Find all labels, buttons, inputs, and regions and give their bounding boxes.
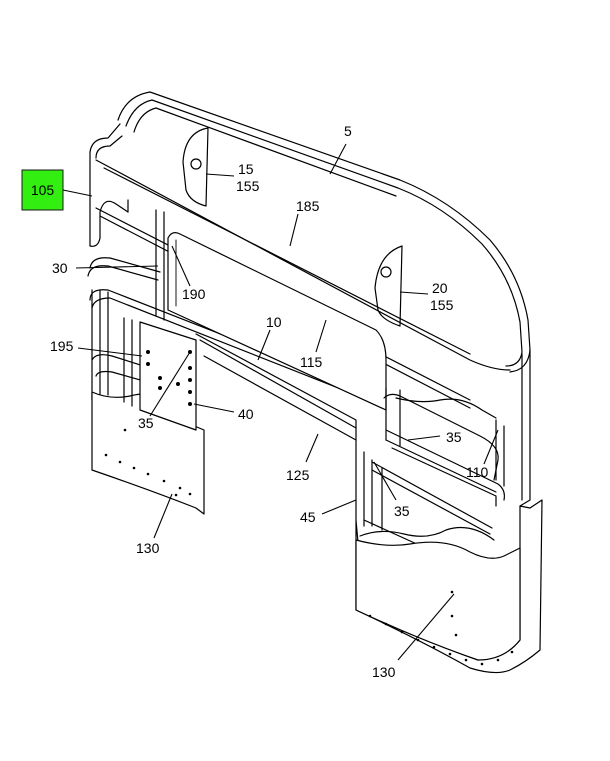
callout-15: 15 <box>238 161 254 177</box>
main-frame <box>87 91 531 527</box>
highlighted-part-105[interactable]: 105 <box>21 169 93 211</box>
right-fender-assembly <box>355 459 543 674</box>
upper-bracket-left <box>182 127 209 207</box>
callout-115: 115 <box>300 354 323 370</box>
upper-bracket-right <box>374 245 403 327</box>
callout-20: 20 <box>432 280 448 296</box>
callout-leaders <box>75 143 499 661</box>
callout-185: 185 <box>296 198 320 214</box>
center-panel <box>167 232 387 411</box>
left-bracket-plate <box>139 321 197 431</box>
callout-110: 110 <box>466 464 489 480</box>
callout-125: 125 <box>286 467 310 483</box>
top-tube <box>117 91 531 373</box>
callout-130: 130 <box>136 540 160 556</box>
callout-130: 130 <box>372 664 396 680</box>
callout-45: 45 <box>300 509 316 525</box>
part-105-label[interactable]: 105 <box>31 182 55 198</box>
callout-35: 35 <box>446 429 462 445</box>
callout-35: 35 <box>394 503 410 519</box>
callout-195: 195 <box>50 338 74 354</box>
left-fender-assembly <box>91 289 205 515</box>
callout-30: 30 <box>52 260 68 276</box>
callout-190: 190 <box>182 286 206 302</box>
callout-155: 155 <box>236 178 260 194</box>
callout-10: 10 <box>266 314 282 330</box>
part-105-highlight-box[interactable] <box>21 169 64 211</box>
callout-35: 35 <box>138 415 154 431</box>
callout-40: 40 <box>238 406 254 422</box>
callout-labels: 5 15 155 185 30 190 20 155 10 115 195 35… <box>50 123 489 680</box>
callout-5: 5 <box>344 123 352 139</box>
callout-155: 155 <box>430 297 454 313</box>
